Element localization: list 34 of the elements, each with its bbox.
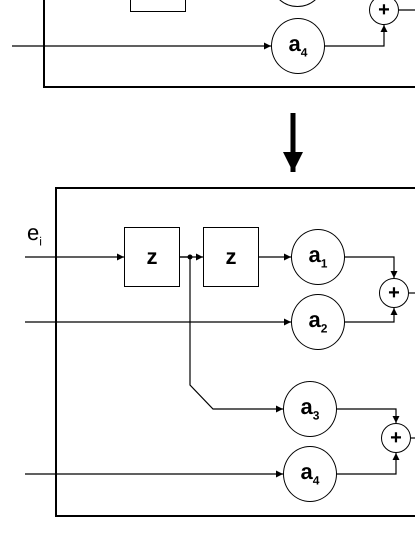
coefficient-circle — [271, 18, 325, 74]
block-frame — [55, 187, 415, 517]
signal-label: e$_{i}$ — [27, 222, 42, 248]
adder-circle — [379, 278, 409, 308]
adder-circle — [369, 0, 399, 25]
arrow — [180, 256, 283, 412]
arrow — [25, 470, 283, 478]
node-label: z — [146, 246, 158, 268]
delay-box — [124, 227, 180, 287]
arrow — [345, 256, 398, 278]
arrow — [12, 42, 271, 50]
arrow — [25, 318, 291, 326]
node-label: z — [226, 246, 236, 268]
coefficient-circle — [291, 229, 345, 285]
node-label: a$_{3}$ — [300, 396, 320, 422]
coefficient-circle — [291, 294, 345, 350]
node-label: a$_{4}$ — [288, 33, 308, 59]
arrow — [345, 308, 398, 323]
arrow — [325, 25, 388, 47]
adder-circle — [381, 423, 411, 453]
arrow — [337, 408, 400, 423]
arrow — [25, 254, 124, 260]
delay-box — [203, 227, 259, 287]
arrow — [259, 254, 291, 260]
node-label: a$_{2}$ — [308, 309, 328, 335]
node-label: + — [390, 428, 402, 448]
coefficient-circle — [283, 446, 337, 502]
node-label: a$_{1}$ — [308, 244, 328, 270]
node-label: + — [378, 0, 390, 20]
node-label: a$_{4}$ — [300, 461, 320, 487]
node-label: + — [388, 283, 400, 303]
arrow — [283, 113, 303, 172]
arrow — [337, 453, 400, 475]
coefficient-circle — [283, 381, 337, 437]
